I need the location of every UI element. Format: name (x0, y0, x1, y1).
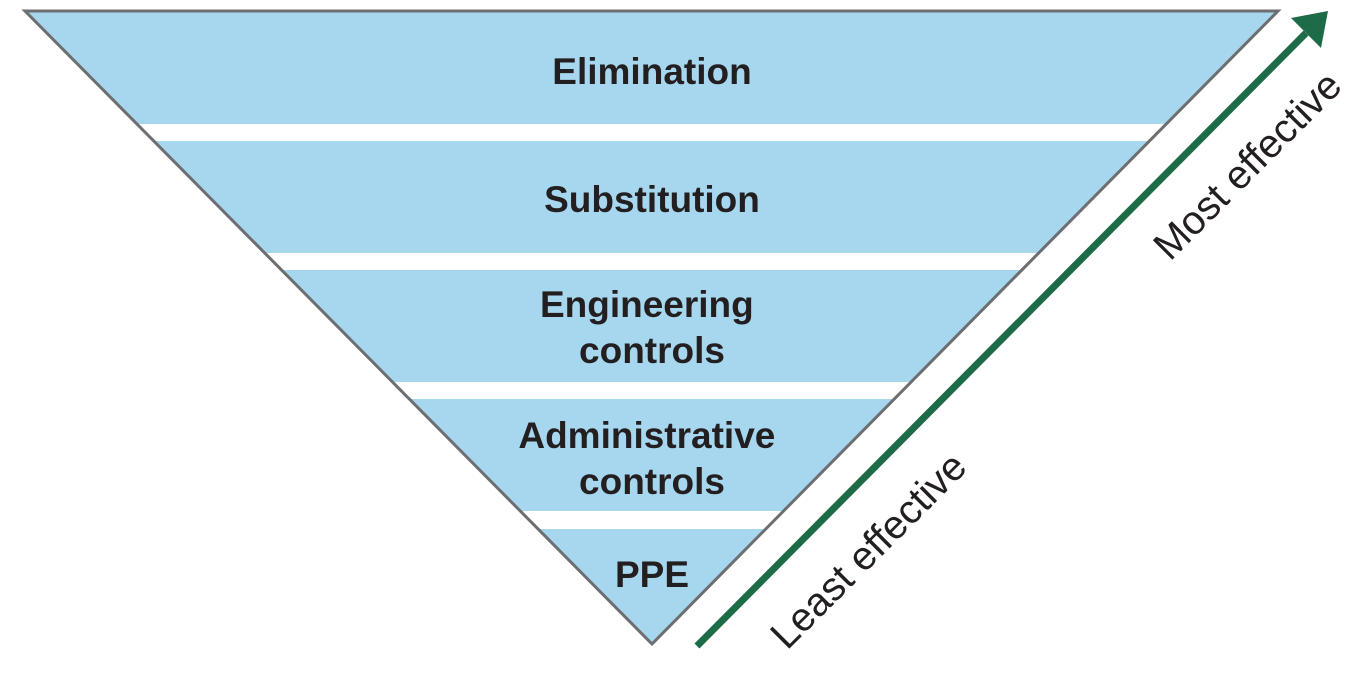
level-line: Substitution (544, 179, 760, 220)
effectiveness-arrow-shaft (694, 30, 1309, 649)
level-label-ppe: PPE (615, 554, 689, 595)
level-line: controls (579, 461, 725, 502)
arrow-up-right-icon (694, 11, 1328, 649)
level-line: Administrative (518, 415, 775, 456)
band-elimination (25, 11, 1278, 124)
level-label-substitution: Substitution (544, 179, 760, 220)
level-label-elimination: Elimination (552, 51, 751, 92)
level-line: Elimination (552, 51, 751, 92)
level-line: PPE (615, 554, 689, 595)
band-group (25, 11, 1278, 644)
triangle-outline (21, 9, 1282, 647)
level-line: controls (579, 330, 725, 371)
level-label-engineering: Engineering controls (540, 284, 764, 371)
level-line: Engineering (540, 284, 754, 325)
effectiveness-arrowhead (1291, 11, 1328, 48)
level-label-administrative: Administrative controls (518, 415, 785, 502)
